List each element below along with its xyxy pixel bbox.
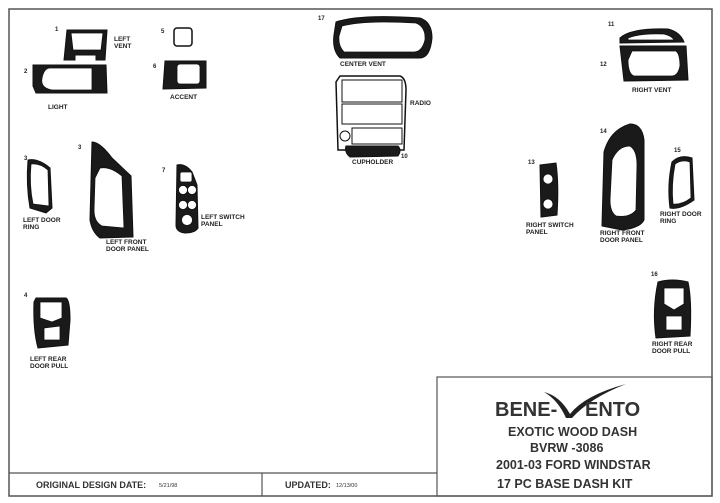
page-frame bbox=[8, 8, 713, 497]
part-label: RIGHT VENT bbox=[632, 87, 671, 94]
product-line: EXOTIC WOOD DASH bbox=[508, 425, 637, 439]
title-block: BENE- ENTO EXOTIC WOOD DASH BVRW -3086 2… bbox=[495, 384, 651, 491]
part-number: 14 bbox=[600, 129, 607, 135]
part-3-left-door-ring: 3 LEFT DOOR RING bbox=[23, 156, 61, 231]
part-label: CENTER VENT bbox=[340, 61, 386, 68]
part-label: PANEL bbox=[526, 229, 548, 236]
part-15-right-door-ring: 15 RIGHT DOOR RING bbox=[660, 148, 702, 225]
part-label: PANEL bbox=[201, 221, 223, 228]
part-number: 13 bbox=[528, 160, 535, 166]
part-label: LEFT FRONT bbox=[106, 239, 146, 246]
part-13-right-switch-panel: 13 RIGHT SWITCH PANEL bbox=[526, 160, 574, 236]
part-number: 11 bbox=[608, 22, 615, 28]
part-16-right-rear-door-pull: 16 RIGHT REAR DOOR PULL bbox=[651, 272, 693, 355]
part-17-center-vent: 17 CENTER VENT bbox=[318, 16, 433, 68]
part-number: 2 bbox=[24, 69, 28, 75]
part-number: 5 bbox=[161, 29, 165, 35]
brand-logo-right: ENTO bbox=[585, 399, 640, 421]
part-6-accent: 6 ACCENT bbox=[153, 60, 207, 101]
part-label: LEFT bbox=[114, 36, 130, 43]
part-11-right-vent-top: 11 bbox=[608, 22, 685, 44]
updated-label: UPDATED: bbox=[285, 480, 331, 490]
original-design-date-label: ORIGINAL DESIGN DATE: bbox=[36, 480, 146, 490]
part-number: 4 bbox=[24, 293, 28, 299]
brand-logo-swoosh bbox=[544, 384, 626, 418]
part-label: RIGHT DOOR bbox=[660, 211, 702, 218]
part-label: DOOR PULL bbox=[652, 348, 690, 355]
part-number: 6 bbox=[153, 64, 157, 70]
part-7-left-switch-panel: 7 LEFT SWITCH PANEL bbox=[162, 164, 245, 234]
footer: ORIGINAL DESIGN DATE: 5/21/98 UPDATED: 1… bbox=[36, 480, 357, 490]
part-number: 15 bbox=[674, 148, 681, 154]
part-5: 5 bbox=[161, 27, 193, 47]
part-label: RING bbox=[660, 218, 676, 225]
part-number: 1 bbox=[55, 27, 59, 33]
part-label: VENT bbox=[114, 43, 131, 50]
title-block-frame bbox=[436, 376, 713, 497]
part-label: RING bbox=[23, 224, 39, 231]
part-number: 10 bbox=[401, 154, 408, 160]
part-label: RADIO bbox=[410, 100, 431, 107]
part-2-light: 2 LIGHT bbox=[24, 64, 108, 111]
part-number: 7 bbox=[162, 168, 166, 174]
part-label: DOOR PANEL bbox=[600, 237, 643, 244]
part-label: RIGHT FRONT bbox=[600, 230, 644, 237]
part-number: 16 bbox=[651, 272, 658, 278]
part-10-cupholder: 10 CUPHOLDER bbox=[345, 145, 408, 166]
part-14-right-front-door-panel: 14 RIGHT FRONT DOOR PANEL bbox=[600, 123, 645, 244]
part-4-left-rear-door-pull: 4 LEFT REAR DOOR PULL bbox=[24, 293, 71, 370]
part-12-right-vent: 12 RIGHT VENT bbox=[600, 45, 689, 94]
original-design-date-value: 5/21/98 bbox=[159, 483, 177, 489]
part-label: RIGHT REAR bbox=[652, 341, 693, 348]
part-label: ACCENT bbox=[170, 94, 197, 101]
part-label: CUPHOLDER bbox=[352, 159, 393, 166]
part-1-left-vent: 1 LEFT VENT bbox=[55, 27, 131, 61]
part-label: RIGHT SWITCH bbox=[526, 222, 574, 229]
part-label: DOOR PULL bbox=[30, 363, 68, 370]
kit-description: 17 PC BASE DASH KIT bbox=[497, 477, 633, 491]
vehicle-model: 2001-03 FORD WINDSTAR bbox=[496, 458, 651, 472]
part-label: LEFT REAR bbox=[30, 356, 67, 363]
part-number: 12 bbox=[600, 62, 607, 68]
updated-value: 12/13/00 bbox=[336, 483, 357, 489]
part-number: 3 bbox=[78, 145, 82, 151]
part-number: 17 bbox=[318, 16, 325, 22]
brand-logo-left: BENE- bbox=[495, 399, 557, 421]
part-3-left-front-door-panel: 3 LEFT FRONT DOOR PANEL bbox=[78, 141, 149, 253]
part-number: 3 bbox=[24, 156, 28, 162]
part-code: BVRW -3086 bbox=[530, 441, 603, 455]
part-label: DOOR PANEL bbox=[106, 246, 149, 253]
part-label: LIGHT bbox=[48, 104, 68, 111]
part-label: LEFT DOOR bbox=[23, 217, 61, 224]
part-radio: RADIO bbox=[335, 75, 431, 151]
part-label: LEFT SWITCH bbox=[201, 214, 245, 221]
